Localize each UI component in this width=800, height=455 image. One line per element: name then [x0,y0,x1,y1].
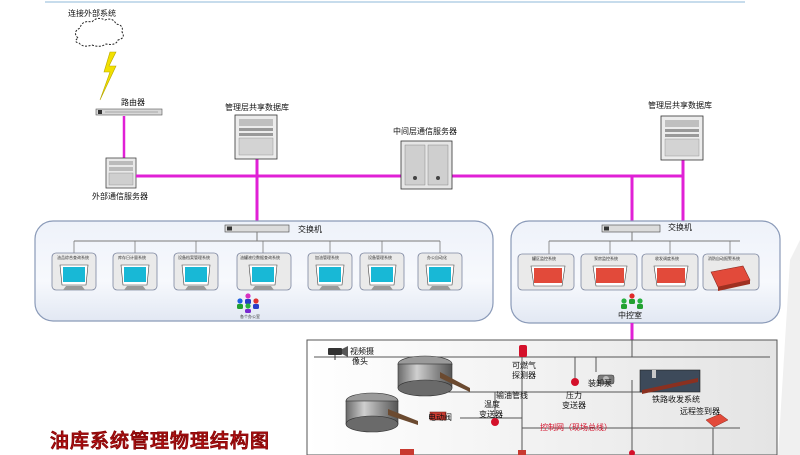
remote-meter-icon [705,413,729,428]
monitor-4-label: 加油管理系统 [315,254,339,260]
external-server-label: 外部通信服务器 [92,191,148,201]
bottom-device-1 [400,449,414,455]
monitor-2[interactable]: 设备档案管理系统 [173,241,219,291]
cloud-icon [74,17,124,47]
mgmt-db-left-icon [234,114,278,160]
monitor-5-label: 设备管理系统 [368,254,392,260]
mgmt-db-right-icon [660,115,704,161]
switch-left-port [227,226,232,231]
people-group-icon [237,293,259,313]
pressure-label-2: 变送器 [562,400,586,410]
control-net-label: 控制网（现场总线） [540,422,612,432]
control-monitor-2[interactable]: 收发调度系统 [641,241,699,291]
monitor-2-label: 设备档案管理系统 [178,254,210,260]
right-decor-wedge [778,240,800,455]
middle-server-label: 中间层通信服务器 [393,126,457,136]
control-monitor-3[interactable]: 消防自动报警系统 [702,241,760,291]
monitor-4[interactable]: 加油管理系统 [307,241,353,291]
electric-valve-label: 电动阀 [428,412,452,422]
video-camera-label-1: 视频摄 [350,346,374,356]
switch-right-port [604,226,609,231]
page-title: 油库系统管理物理结构图 [50,429,270,452]
video-camera-icon [328,346,348,360]
pressure-label-1: 压力 [566,390,582,400]
oil-tank-icon-1 [397,355,470,397]
rail-system-label: 铁路收发系统 [652,394,700,404]
external-server-icon [105,157,137,189]
control-monitor-1-label: 泵房监控系统 [594,255,618,261]
temp-label-2: 变送器 [479,409,503,419]
external-system-label: 连接外部系统 [68,8,116,18]
control-monitor-3-label: 消防自动报警系统 [708,255,740,261]
switch-right-label: 交换机 [668,222,692,232]
router-icon [95,108,163,116]
lightning-icon [99,51,117,101]
bottom-device-2 [518,450,526,455]
unload-pump-label: 装卸泵 [588,378,612,388]
gas-detector-label-2: 探测器 [512,370,536,380]
control-room-people-icon [621,293,643,309]
gas-detector-icon [519,345,527,357]
mgmt-db-left-label: 管理层共享数据库 [225,102,289,112]
temp-sensor-icon [491,418,499,426]
monitor-6-label: 办公自动化 [427,254,447,260]
pressure-sensor-icon [571,378,579,386]
monitor-6[interactable]: 办公自动化 [417,241,463,291]
monitor-3-label: 油罐液位数据查询系统 [240,254,280,260]
bottom-sensor-1 [629,450,635,455]
router-label: 路由器 [121,97,145,107]
oil-tank-icon-2 [345,392,418,433]
switch-left-icon [224,224,290,233]
unload-pump-icon [597,374,615,385]
field-wiring [314,340,770,455]
pipeline-label: 输油管线 [496,390,528,400]
office-group-label: 各个办公室 [240,313,260,319]
monitor-1-label: 库存日计量系统 [118,254,146,260]
monitor-3[interactable]: 油罐液位数据查询系统 [236,241,292,291]
switch-right-icon [601,224,661,233]
switch-left-label: 交换机 [298,224,322,234]
electric-valve-icon [429,411,447,421]
middle-server-icon [400,140,453,190]
control-monitor-1[interactable]: 泵房监控系统 [580,241,638,291]
monitor-5[interactable]: 设备管理系统 [359,241,405,291]
control-monitor-2-label: 收发调度系统 [655,255,679,261]
temp-label-1: 温度 [484,399,500,409]
monitor-0[interactable]: 油品综合查询系统 [51,241,97,291]
control-monitor-0-label: 罐区监控系统 [532,255,556,261]
video-camera-label-2: 像头 [352,356,368,366]
monitor-1[interactable]: 库存日计量系统 [112,241,158,291]
monitor-0-label: 油品综合查询系统 [57,254,89,260]
gas-detector-label-1: 可燃气 [512,360,536,370]
control-room-label: 中控室 [618,310,642,320]
rail-system-icon [639,369,701,394]
remote-meter-label: 远程签到器 [680,406,720,416]
control-monitor-0[interactable]: 罐区监控系统 [517,241,575,291]
mgmt-db-right-label: 管理层共享数据库 [648,100,712,110]
